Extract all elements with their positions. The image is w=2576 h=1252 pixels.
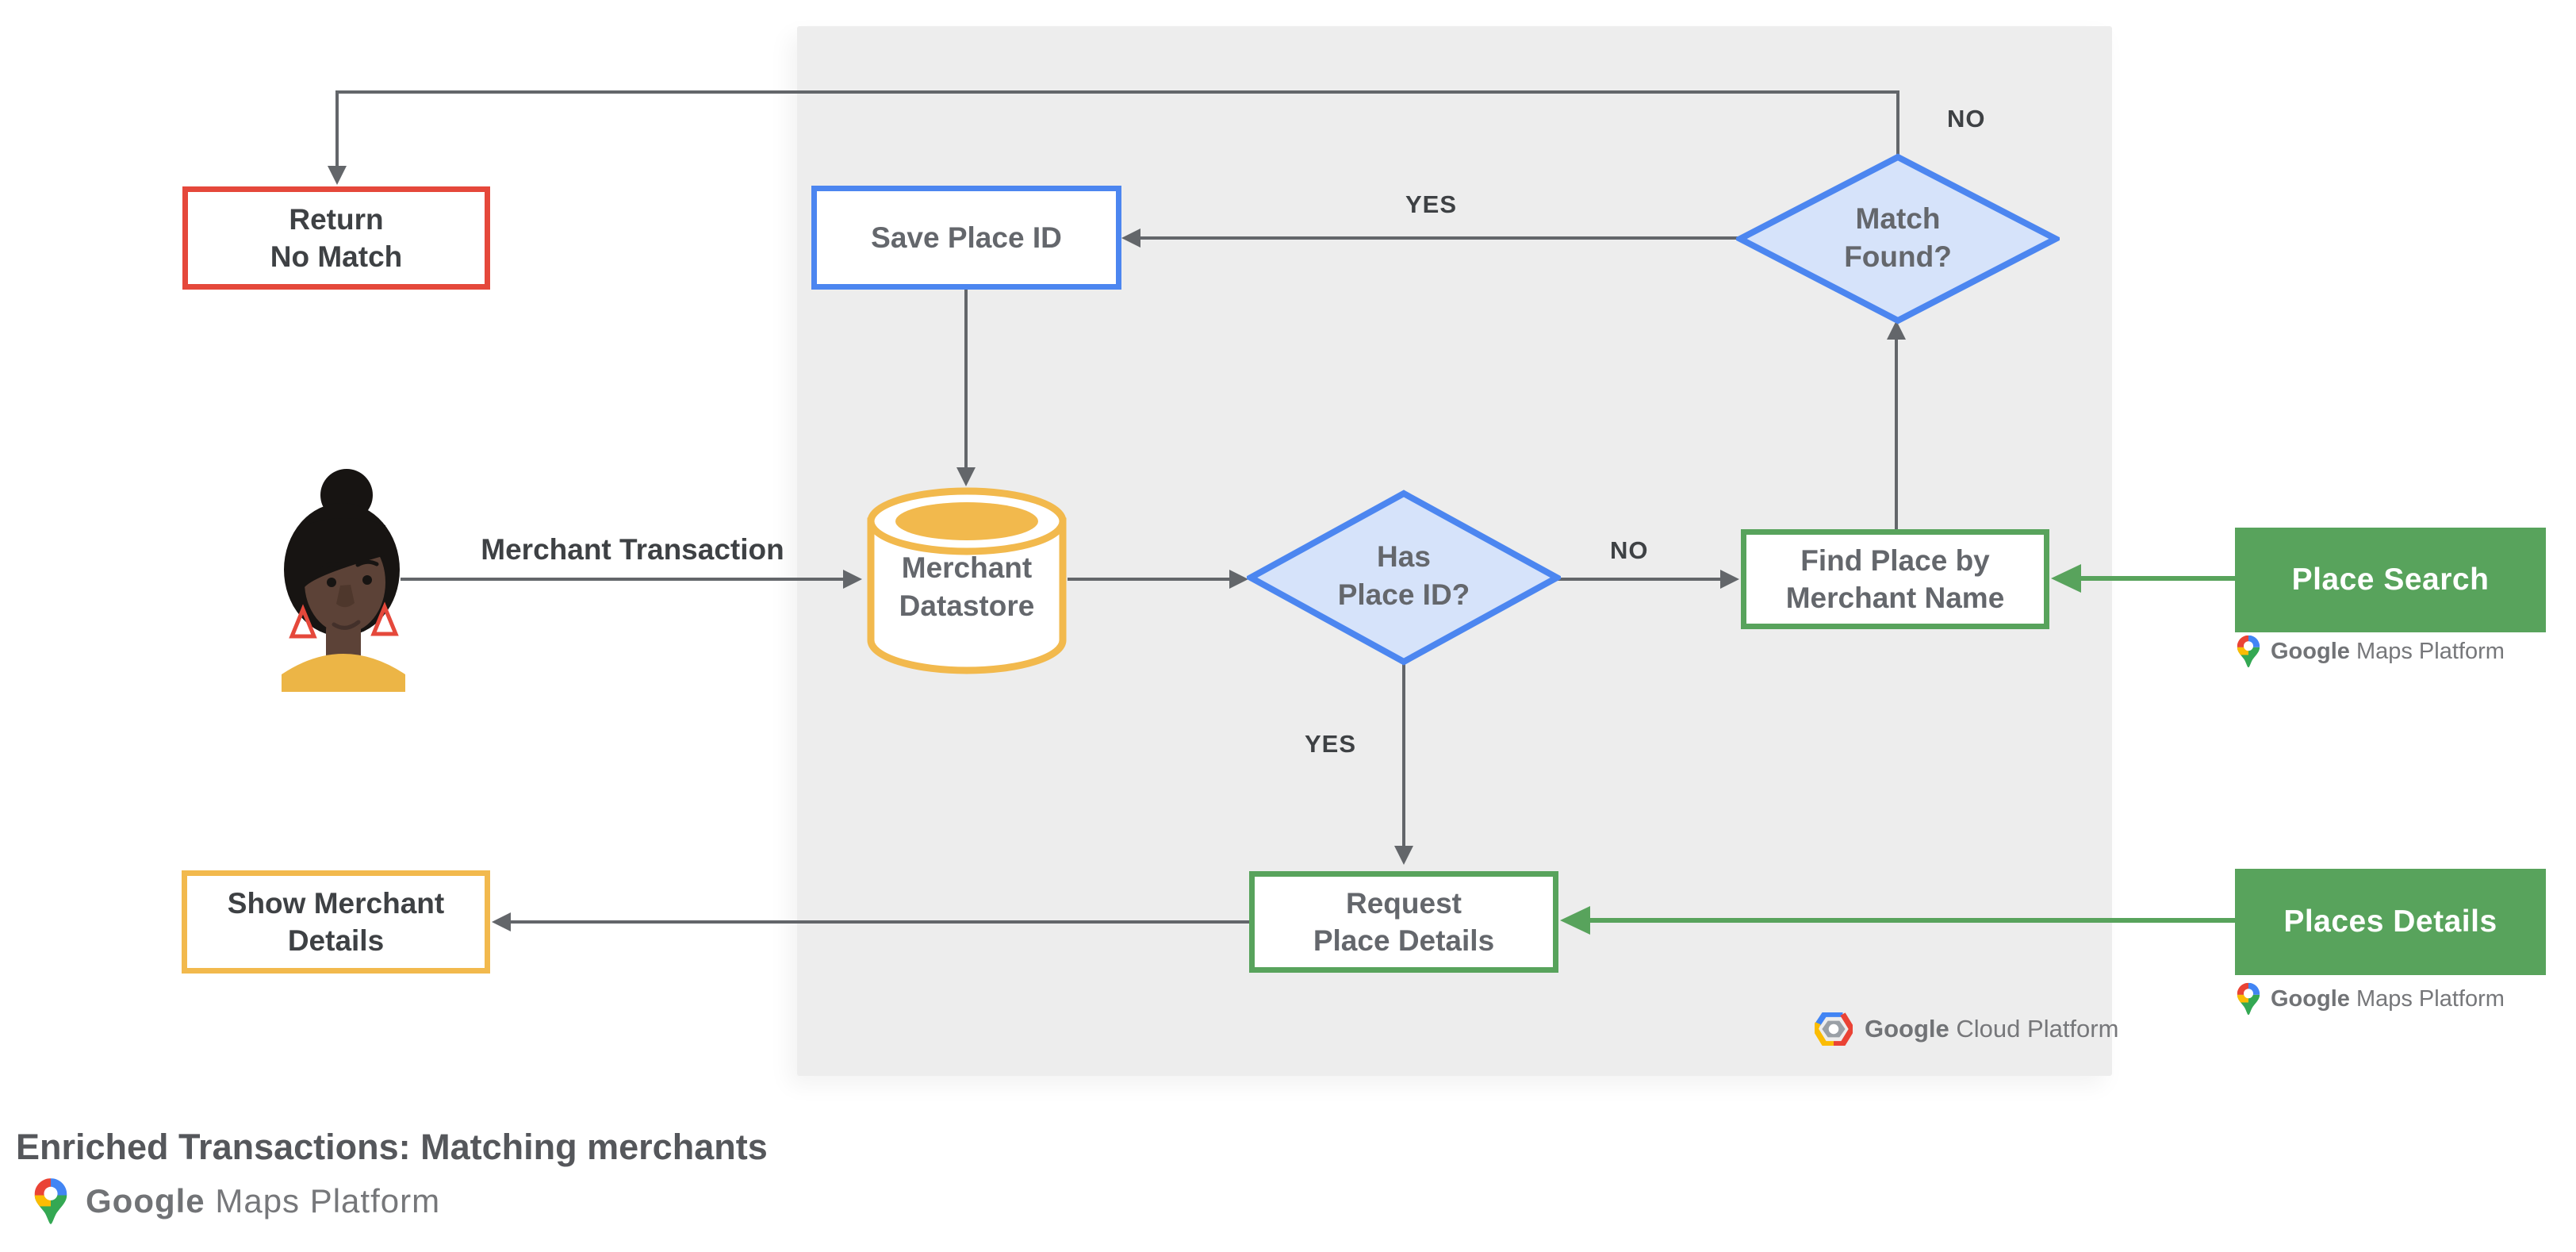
page-title: Enriched Transactions: Matching merchant…: [16, 1127, 768, 1167]
edge-merchant-transaction: [401, 578, 845, 581]
arrowhead-icon: [1560, 906, 1590, 935]
cylinder-merchant-datastore-label: Merchant Datastore: [899, 551, 1035, 623]
google-maps-platform-logo: Google Maps Platform: [2237, 635, 2505, 668]
logo-text: Google Maps Platform: [2271, 638, 2505, 664]
arrowhead-icon: [1887, 321, 1906, 340]
edge-findplace-to-matchfound: [1895, 336, 1898, 529]
node-return-no-match: Return No Match: [182, 186, 490, 290]
node-find-place-by-merchant-name: Find Place by Merchant Name: [1741, 529, 2049, 629]
diamond-match-found-label: Match Found?: [1844, 202, 1952, 274]
node-label: No Match: [270, 240, 403, 273]
node-label: Return: [289, 202, 384, 236]
cloud-hexagon-icon: [1815, 1012, 1853, 1046]
edge-label-yes-top: YES: [1405, 190, 1458, 218]
edge-hasplaceid-yes: [1402, 664, 1405, 847]
edge-datastore-to-hasplaceid: [1068, 578, 1231, 581]
edge-request-to-show: [508, 920, 1249, 924]
node-label: Request: [1346, 886, 1462, 920]
edge-label-merchant-transaction: Merchant Transaction: [481, 533, 784, 566]
google-cloud-platform-logo: Google Cloud Platform: [1815, 1012, 2118, 1046]
node-label: Show Merchant: [227, 886, 445, 920]
arrowhead-icon: [1121, 229, 1140, 248]
arrowhead-icon: [492, 912, 511, 931]
arrowhead-icon: [2051, 564, 2081, 593]
edge-placesdetails-to-request: [1585, 918, 2235, 923]
arrowhead-icon: [956, 467, 976, 486]
logo-text: Google Cloud Platform: [1865, 1015, 2119, 1043]
node-label: Details: [287, 924, 385, 957]
edge-hasplaceid-no: [1557, 578, 1722, 581]
arrowhead-icon: [1229, 570, 1248, 589]
node-show-merchant-details: Show Merchant Details: [182, 870, 490, 974]
arrowhead-icon: [1720, 570, 1739, 589]
google-maps-platform-logo: Google Maps Platform: [33, 1177, 440, 1225]
edge-label-no-top: NO: [1947, 105, 1986, 132]
maps-pin-icon: [34, 1178, 67, 1224]
maps-pin-icon: [2237, 982, 2260, 1016]
edge-matchfound-yes: [1139, 236, 1742, 240]
node-label: Save Place ID: [871, 221, 1062, 254]
logo-text: Google Maps Platform: [86, 1182, 441, 1219]
node-label: Place Details: [1313, 924, 1495, 957]
diamond-match-found: [1736, 153, 2060, 325]
node-label: Places Details: [2283, 904, 2497, 939]
arrowhead-icon: [328, 166, 347, 185]
node-place-search: Place Search: [2235, 528, 2546, 632]
node-request-place-details: Request Place Details: [1249, 871, 1558, 973]
arrowhead-icon: [843, 570, 862, 589]
node-places-details: Places Details: [2235, 869, 2546, 975]
edge-matchfound-no-up: [1896, 90, 1899, 158]
google-maps-platform-logo: Google Maps Platform: [2237, 982, 2505, 1016]
maps-pin-icon: [2237, 635, 2260, 668]
edge-label-yes-mid: YES: [1305, 730, 1357, 758]
edge-label-no-mid: NO: [1610, 536, 1649, 564]
edge-save-to-datastore: [964, 290, 968, 470]
arrowhead-icon: [1394, 846, 1413, 865]
node-label: Place Search: [2291, 563, 2490, 597]
node-save-place-id: Save Place ID: [811, 186, 1121, 290]
cylinder-merchant-datastore: [867, 487, 1067, 674]
edge-placesearch-to-findplace: [2076, 576, 2235, 581]
logo-text: Google Maps Platform: [2271, 985, 2505, 1012]
edge-matchfound-no-across: [335, 90, 1899, 94]
edge-matchfound-no-down: [335, 90, 339, 167]
diamond-has-place-id: [1247, 490, 1561, 666]
diamond-has-place-id-label: Has Place ID?: [1337, 540, 1470, 612]
node-label: Find Place by: [1800, 543, 1990, 577]
node-label: Merchant Name: [1785, 582, 2005, 614]
user-avatar: [282, 469, 405, 692]
